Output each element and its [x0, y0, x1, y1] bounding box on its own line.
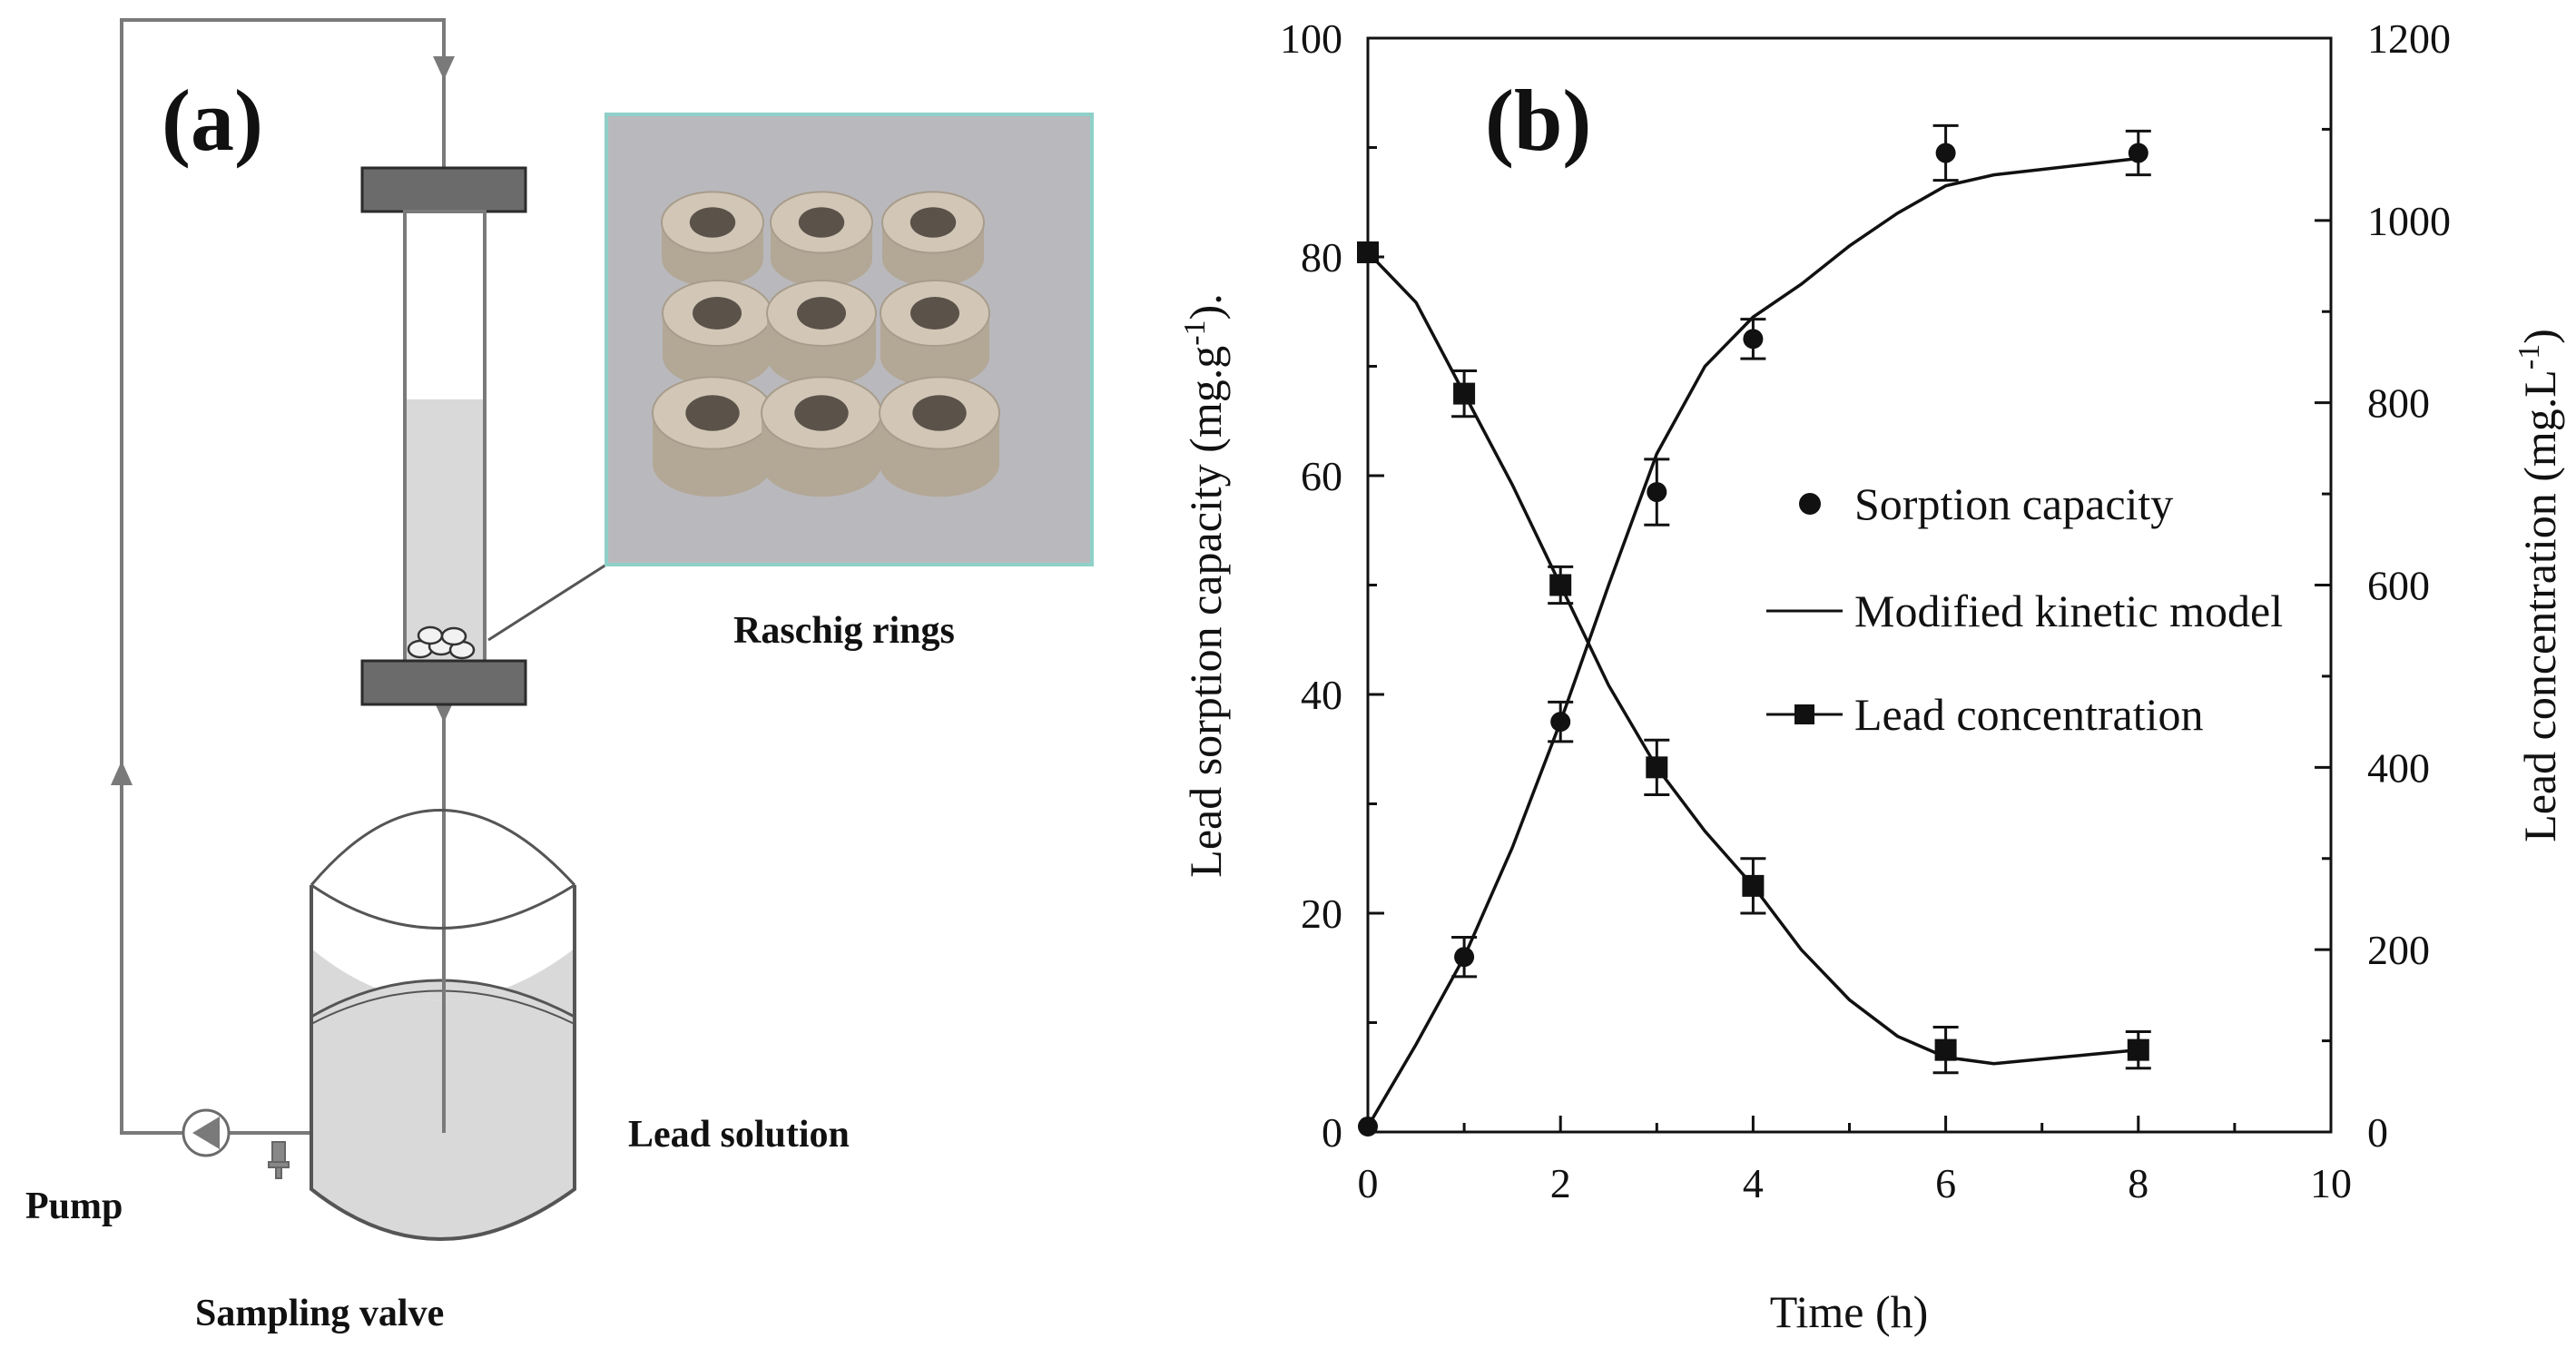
ring-hole [910, 297, 959, 330]
y-left-axis-title: Lead sorption capacity (mg.g-1). [1178, 293, 1231, 877]
ring-hole [909, 207, 957, 238]
flow-arrow-up-left [111, 761, 133, 785]
ring-hole [693, 297, 742, 330]
x-tick-label: 4 [1743, 1160, 1764, 1206]
legend: Sorption capacity Modified kinetic model… [1766, 478, 2283, 740]
legend-sorption: Sorption capacity [1854, 478, 2173, 529]
column-liquid [407, 399, 483, 661]
x-tick-label: 0 [1358, 1160, 1379, 1206]
x-tick-label: 6 [1935, 1160, 1956, 1206]
y-left-tick-label: 80 [1301, 234, 1342, 280]
panel-b-label: (b) [1485, 72, 1591, 169]
lead-solution-label: Lead solution [628, 1114, 850, 1156]
flow-arrow-down-top [433, 56, 455, 80]
y-left-tick-label: 20 [1301, 891, 1342, 937]
sampling-valve-icon [268, 1141, 290, 1179]
top-flange [360, 166, 527, 213]
legend-marker-circle [1799, 493, 1821, 515]
kinetics-chart: 0 2 4 6 8 10 0 20 40 60 80 100 0 200 400 600 800 1000 12… [1178, 15, 2565, 1337]
y-right-axis-title: Lead concentration (mg.L-1) [2512, 329, 2565, 842]
y-left-tick-label: 60 [1301, 453, 1342, 499]
ring-bottom [880, 430, 999, 497]
y-right-tick-label: 400 [2367, 744, 2430, 791]
y-right-tick-label: 1200 [2367, 15, 2451, 62]
setup-schematic: Raschig rings Lead solution Pump Samplin… [25, 18, 1094, 1334]
bottom-flange [360, 659, 527, 706]
x-tick-label: 8 [2128, 1160, 2148, 1206]
data-series [1357, 123, 2151, 1137]
ring-hole [797, 297, 846, 330]
ring-hole [685, 395, 740, 431]
x-tick-labels: 0 2 4 6 8 10 [1358, 1160, 2353, 1206]
legend-marker-square [1794, 704, 1814, 724]
y-right-tick-label: 600 [2367, 563, 2430, 609]
ring-hole [912, 395, 967, 431]
y-right-tick-label: 800 [2367, 380, 2430, 427]
x-tick-label: 10 [2310, 1160, 2352, 1206]
y-left-tick-labels: 0 20 40 60 80 100 [1280, 15, 1342, 1156]
x-axis-title: Time (h) [1770, 1286, 1929, 1337]
axis-ticks [1366, 36, 2333, 1134]
y-left-tick-label: 40 [1301, 672, 1342, 718]
data-point-sorption [1647, 482, 1667, 503]
callout-line [487, 563, 607, 642]
y-right-tick-labels: 0 200 400 600 800 1000 1200 [2367, 15, 2451, 1156]
raschig-rings-label: Raschig rings [733, 610, 955, 652]
pump-icon [182, 1108, 231, 1157]
ring-bottom [653, 430, 772, 497]
series-line [1366, 251, 2138, 1066]
packed-column [360, 166, 527, 706]
sampling-valve-label: Sampling valve [195, 1293, 444, 1334]
y-right-tick-label: 1000 [2367, 198, 2451, 244]
raschig-rings-photo [605, 113, 1094, 566]
legend-concentration: Lead concentration [1854, 689, 2204, 740]
y-left-tick-label: 0 [1322, 1109, 1342, 1156]
ring-grid [652, 191, 1000, 497]
data-point-sorption [1935, 143, 1956, 163]
ring-bottom [762, 430, 881, 497]
x-tick-label: 2 [1550, 1160, 1571, 1206]
y-right-tick-label: 0 [2367, 1109, 2388, 1156]
ring-hole [798, 207, 845, 238]
packed-rings-in-column [407, 625, 476, 660]
solution-tank [310, 809, 576, 1241]
legend-model: Modified kinetic model [1854, 586, 2283, 636]
y-right-tick-label: 200 [2367, 927, 2430, 973]
ring-hole [689, 207, 736, 238]
panel-a-label: (a) [162, 72, 263, 169]
data-point-sorption [1743, 329, 1764, 349]
y-left-tick-label: 100 [1280, 15, 1342, 62]
series-line [1366, 156, 2138, 1127]
pump-label: Pump [25, 1186, 123, 1227]
ring-hole [794, 395, 849, 431]
